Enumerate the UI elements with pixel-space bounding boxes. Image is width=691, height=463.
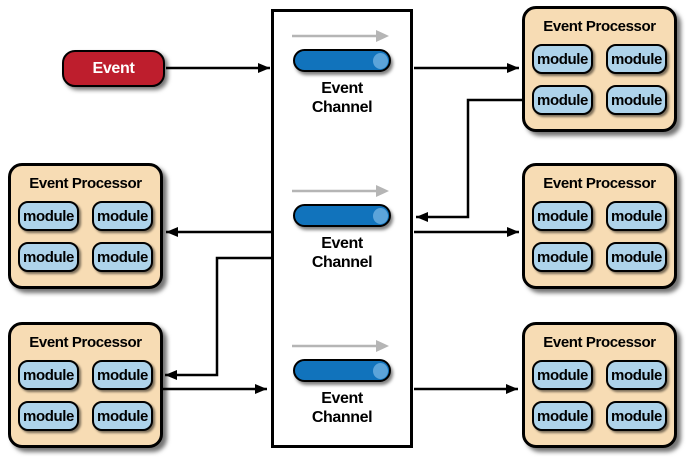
module-grid: module module module module xyxy=(532,44,667,115)
module-grid: module module module module xyxy=(18,201,153,272)
event-processor-middle-left: Event Processor module module module mod… xyxy=(8,163,163,289)
channel-cylinder xyxy=(293,49,391,72)
module-chip: module xyxy=(18,360,79,390)
module-chip: module xyxy=(92,401,153,431)
processor-title: Event Processor xyxy=(29,334,142,351)
right-arrow-icon xyxy=(292,30,389,42)
arrow-processor-top-right-to-channel2 xyxy=(416,98,523,222)
module-chip: module xyxy=(92,242,153,272)
module-chip: module xyxy=(532,44,593,74)
channel-cylinder xyxy=(293,204,391,227)
module-chip: module xyxy=(18,242,79,272)
channel-label: Event Channel xyxy=(311,80,373,116)
module-chip: module xyxy=(18,401,79,431)
module-chip: module xyxy=(92,201,153,231)
module-chip: module xyxy=(606,44,667,74)
module-chip: module xyxy=(532,242,593,272)
right-arrow-icon xyxy=(292,185,389,197)
event-processor-bottom-right: Event Processor module module module mod… xyxy=(522,322,677,448)
right-arrow-icon xyxy=(292,340,389,352)
module-chip: module xyxy=(532,360,593,390)
processor-title: Event Processor xyxy=(29,175,142,192)
module-grid: module module module module xyxy=(18,360,153,431)
event-channel-3: Event Channel xyxy=(271,335,413,427)
event-channel-1: Event Channel xyxy=(271,25,413,117)
module-chip: module xyxy=(606,85,667,115)
event-channel-2: Event Channel xyxy=(271,180,413,272)
event-processor-bottom-left: Event Processor module module module mod… xyxy=(8,322,163,448)
module-chip: module xyxy=(606,242,667,272)
module-grid: module module module module xyxy=(532,201,667,272)
event-processor-top-right: Event Processor module module module mod… xyxy=(522,6,677,132)
channel-label: Event Channel xyxy=(311,235,373,271)
module-chip: module xyxy=(606,360,667,390)
arrow-channel2-to-processor-bottom-left xyxy=(165,256,271,380)
module-chip: module xyxy=(18,201,79,231)
module-chip: module xyxy=(92,360,153,390)
channel-label: Event Channel xyxy=(311,390,373,426)
module-chip: module xyxy=(532,401,593,431)
module-chip: module xyxy=(606,401,667,431)
module-chip: module xyxy=(532,85,593,115)
module-chip: module xyxy=(606,201,667,231)
cylinder-end-cap xyxy=(373,362,388,379)
processor-title: Event Processor xyxy=(543,334,656,351)
module-grid: module module module module xyxy=(532,360,667,431)
cylinder-end-cap xyxy=(373,52,388,69)
processor-title: Event Processor xyxy=(543,18,656,35)
event-box: Event xyxy=(62,50,165,87)
channel-cylinder xyxy=(293,359,391,382)
event-processor-middle-right: Event Processor module module module mod… xyxy=(522,163,677,289)
cylinder-end-cap xyxy=(373,207,388,224)
processor-title: Event Processor xyxy=(543,175,656,192)
module-chip: module xyxy=(532,201,593,231)
event-label: Event xyxy=(92,59,135,77)
